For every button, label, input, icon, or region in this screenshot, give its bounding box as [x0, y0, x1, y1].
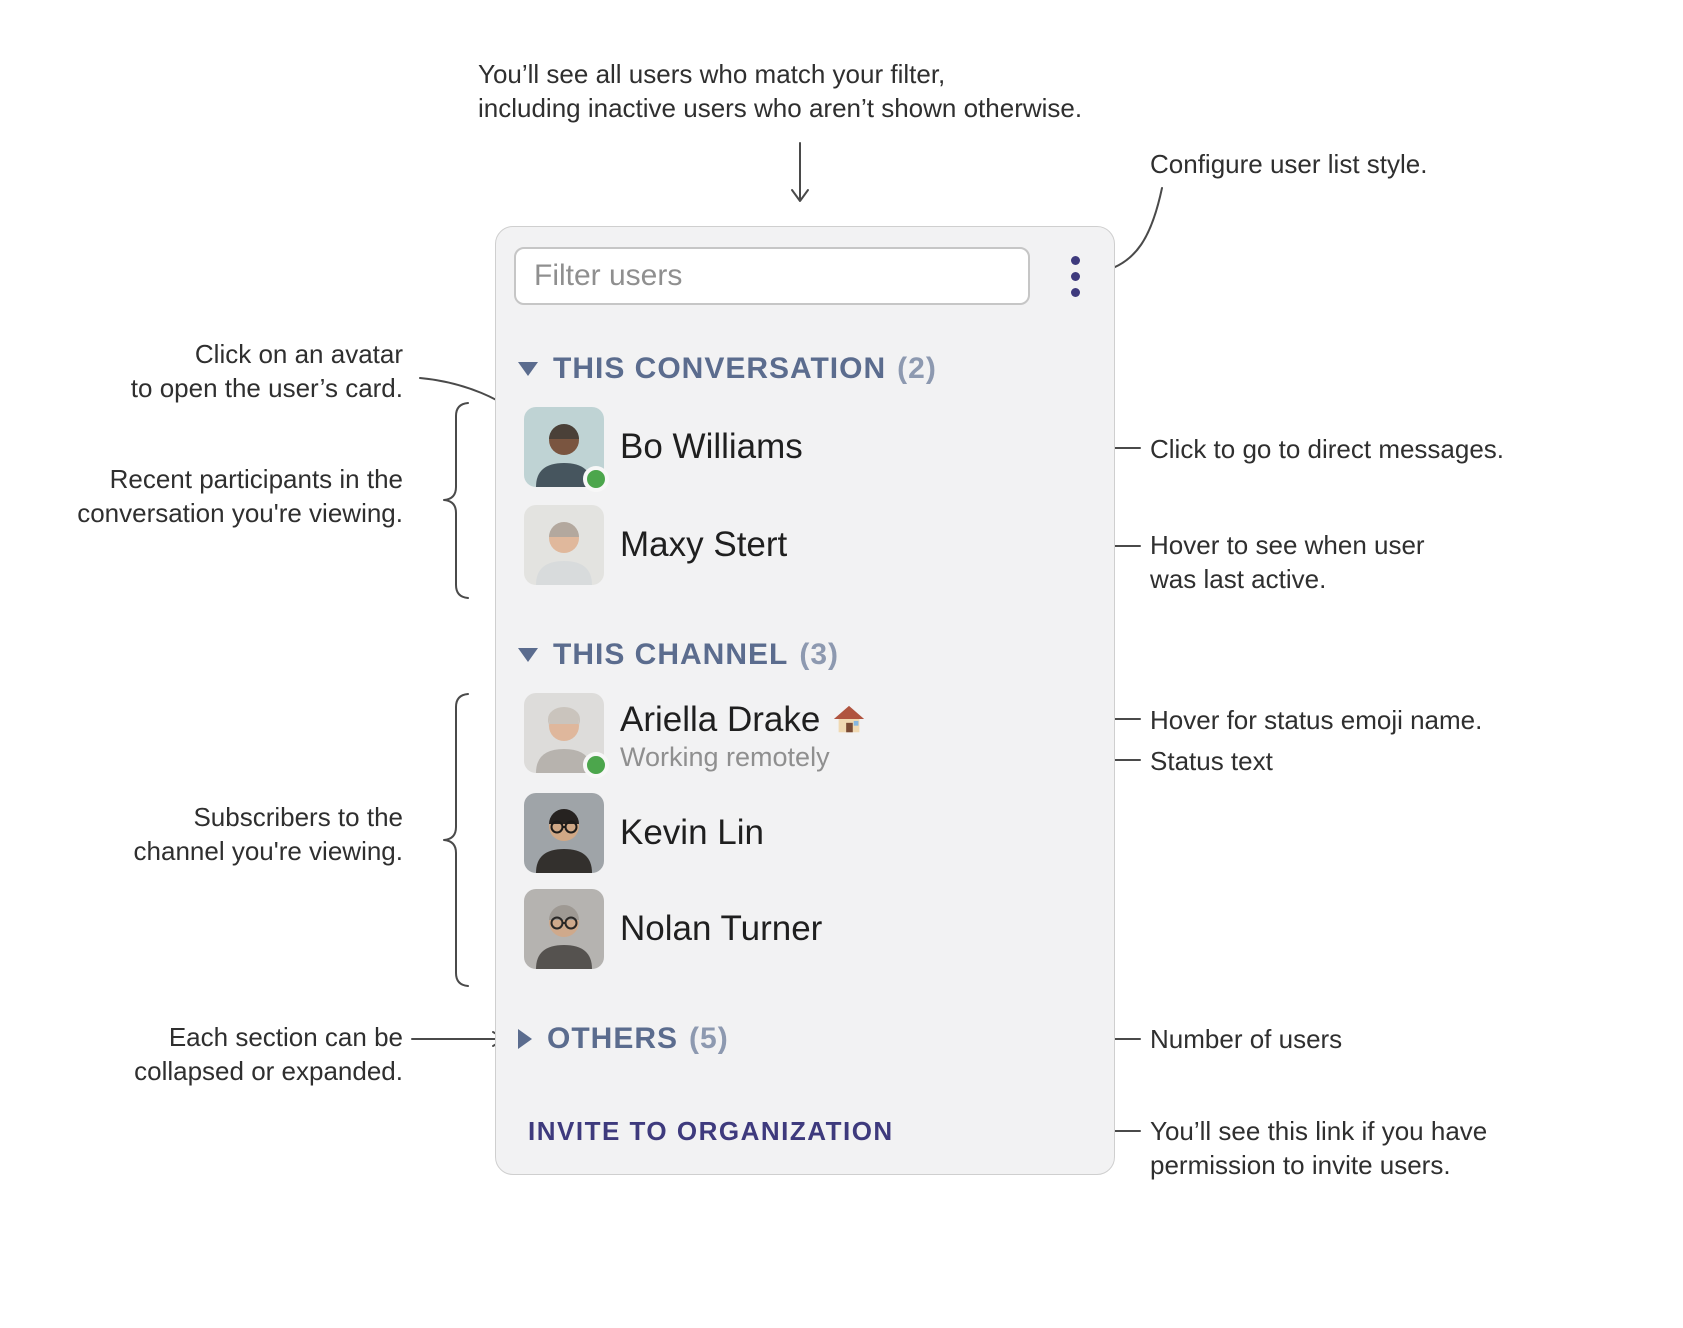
annotation-dm-note: Click to go to direct messages.: [1150, 434, 1505, 464]
user-avatar[interactable]: [524, 505, 604, 585]
brace-participants: [443, 402, 469, 599]
user-status-text: Working remotely: [620, 742, 830, 772]
annotation-invite-note: You’ll see this link if you have permiss…: [1150, 1116, 1488, 1181]
user-name-text: Kevin Lin: [620, 813, 764, 852]
section-label: THIS CHANNEL: [553, 638, 789, 671]
annotation-configure-note: Configure user list style.: [1150, 149, 1428, 179]
user-name[interactable]: Kevin Lin: [620, 813, 764, 853]
annotation-status-text-note: Status text: [1150, 746, 1273, 776]
connector-collapse-arrow: [411, 1031, 506, 1047]
house-status-emoji[interactable]: [832, 703, 866, 737]
user-name-text: Ariella Drake: [620, 700, 821, 739]
user-name[interactable]: Nolan Turner: [620, 909, 822, 949]
invite-to-organization-link[interactable]: INVITE TO ORGANIZATION: [528, 1116, 894, 1146]
user-name[interactable]: Maxy Stert: [620, 525, 787, 565]
avatar-photo: [524, 693, 604, 773]
section-header-this-channel[interactable]: THIS CHANNEL (3): [518, 638, 839, 672]
section-header-this-conversation[interactable]: THIS CONVERSATION (2): [518, 352, 937, 386]
triangle-down-icon: [518, 648, 538, 662]
user-name[interactable]: Bo Williams: [620, 427, 803, 467]
user-name-text: Nolan Turner: [620, 909, 823, 948]
user-name-text: Bo Williams: [620, 427, 803, 466]
annotation-filter-note: You’ll see all users who match your filt…: [478, 59, 1083, 124]
annotation-participants-note: Recent participants in the conversation …: [77, 464, 403, 529]
section-count: (5): [689, 1022, 729, 1055]
annotation-avatar-note: Click on an avatar to open the user’s ca…: [130, 339, 403, 404]
user-avatar[interactable]: [524, 693, 609, 778]
connector-top-arrow: [791, 142, 809, 202]
section-count: (3): [799, 638, 840, 671]
annotation-status-emoji-note: Hover for status emoji name.: [1150, 705, 1483, 735]
section-header-others[interactable]: OTHERS (5): [518, 1022, 729, 1056]
user-avatar[interactable]: [524, 889, 604, 969]
avatar-photo: [524, 793, 604, 873]
presence-dot-icon: [583, 466, 609, 492]
presence-dot-icon: [583, 752, 609, 778]
vertical-ellipsis-icon: [1070, 255, 1080, 297]
annotation-count-note: Number of users: [1150, 1024, 1343, 1054]
section-count: (2): [897, 352, 937, 385]
annotation-collapse-note: Each section can be collapsed or expande…: [134, 1022, 403, 1087]
user-name-text: Maxy Stert: [620, 525, 788, 564]
avatar-photo: [524, 505, 604, 585]
filter-users-input[interactable]: [514, 247, 1030, 305]
avatar-photo: [524, 889, 604, 969]
user-avatar[interactable]: [524, 407, 609, 492]
user-name[interactable]: Ariella Drake: [620, 700, 866, 740]
triangle-right-icon: [518, 1029, 532, 1049]
annotation-last-active-note: Hover to see when user was last active.: [1150, 530, 1425, 595]
annotation-subscribers-note: Subscribers to the channel you're viewin…: [133, 802, 403, 867]
brace-subscribers: [443, 693, 469, 987]
user-avatar[interactable]: [524, 793, 604, 873]
section-label: THIS CONVERSATION: [553, 352, 887, 385]
avatar-photo: [524, 407, 604, 487]
user-list-menu-button[interactable]: [1060, 250, 1090, 302]
section-label: OTHERS: [547, 1022, 679, 1055]
triangle-down-icon: [518, 362, 538, 376]
